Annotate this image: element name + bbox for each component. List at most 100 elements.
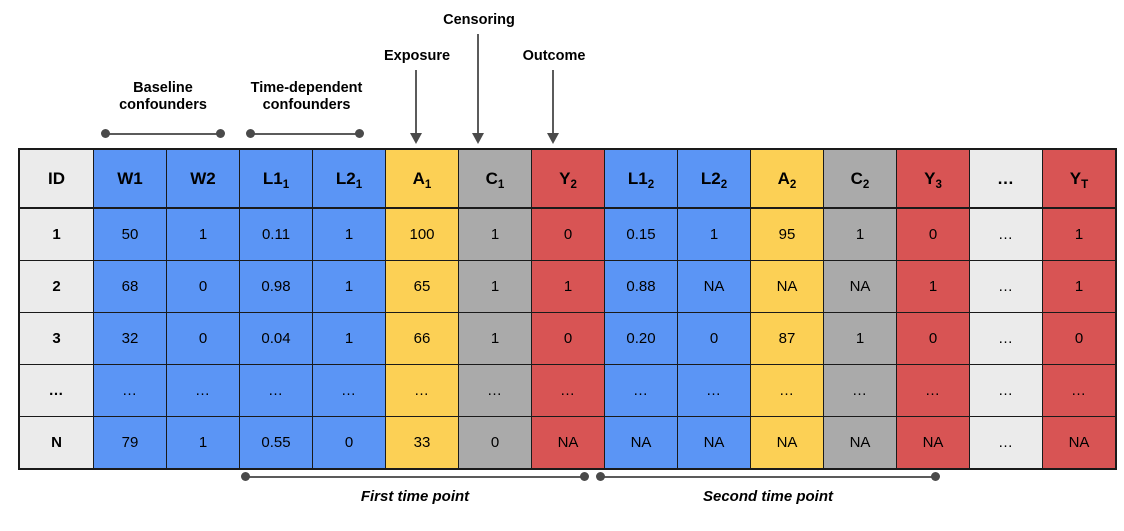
row-id-cell: … bbox=[18, 364, 94, 417]
connector-bar bbox=[245, 476, 585, 479]
table-cell-L1_2: … bbox=[604, 364, 678, 417]
table-cell-Y_T: NA bbox=[1042, 416, 1117, 470]
column-header-L1-2: L12 bbox=[604, 148, 678, 209]
table-cell-Y_3: NA bbox=[896, 416, 970, 470]
arrow-head bbox=[547, 133, 559, 144]
table-cell-W2: … bbox=[166, 364, 240, 417]
header-text: Y2 bbox=[559, 168, 577, 191]
table-cell-W2: 0 bbox=[166, 260, 240, 313]
table-cell-Y_3: 1 bbox=[896, 260, 970, 313]
column-header-C-2: C2 bbox=[823, 148, 897, 209]
table-cell-W1: 32 bbox=[93, 312, 167, 365]
table-cell-A_1: 66 bbox=[385, 312, 459, 365]
header-text: A2 bbox=[777, 168, 797, 191]
table-cell-Y_2: … bbox=[531, 364, 605, 417]
second-time-point-connector bbox=[596, 472, 940, 482]
column-header-W1: W1 bbox=[93, 148, 167, 209]
header-text: C1 bbox=[485, 168, 505, 191]
table-cell-L2_1: 1 bbox=[312, 260, 386, 313]
column-header-A-2: A2 bbox=[750, 148, 824, 209]
table-cell-L1_2: 0.15 bbox=[604, 207, 678, 261]
table-cell-W1: 68 bbox=[93, 260, 167, 313]
table-cell-dots: … bbox=[969, 364, 1043, 417]
table-cell-C_1: 1 bbox=[458, 312, 532, 365]
connector-dot-left bbox=[246, 129, 255, 138]
table-cell-L1_1: 0.04 bbox=[239, 312, 313, 365]
table-cell-L1_1: 0.11 bbox=[239, 207, 313, 261]
arrow-head bbox=[410, 133, 422, 144]
table-cell-Y_T: 0 bbox=[1042, 312, 1117, 365]
row-id-cell: 1 bbox=[18, 207, 94, 261]
table-row: ……………………………………… bbox=[18, 364, 1117, 417]
table-cell-A_2: 87 bbox=[750, 312, 824, 365]
arrow-head bbox=[472, 133, 484, 144]
table-cell-dots: … bbox=[969, 207, 1043, 261]
table-cell-L2_2: NA bbox=[677, 416, 751, 470]
table-cell-W1: … bbox=[93, 364, 167, 417]
table-cell-Y_2: 0 bbox=[531, 207, 605, 261]
table-cell-Y_T: … bbox=[1042, 364, 1117, 417]
first-time-point-connector bbox=[241, 472, 589, 482]
table-cell-A_2: 95 bbox=[750, 207, 824, 261]
table-cell-W2: 1 bbox=[166, 416, 240, 470]
table-cell-C_2: … bbox=[823, 364, 897, 417]
table-cell-W2: 0 bbox=[166, 312, 240, 365]
table-cell-Y_2: NA bbox=[531, 416, 605, 470]
header-text: L11 bbox=[262, 168, 290, 191]
annotation-censoring: Censoring bbox=[443, 12, 515, 28]
column-header-ellipsis: … bbox=[969, 148, 1043, 209]
table-cell-C_1: 1 bbox=[458, 260, 532, 313]
label-first-time-point: First time point bbox=[360, 488, 470, 505]
annotation-exposure: Exposure bbox=[383, 48, 451, 64]
table-cell-L1_1: 0.55 bbox=[239, 416, 313, 470]
column-header-Y-2: Y2 bbox=[531, 148, 605, 209]
connector-dot-left bbox=[241, 472, 250, 481]
table-cell-L2_1: 1 bbox=[312, 207, 386, 261]
table-cell-Y_T: 1 bbox=[1042, 207, 1117, 261]
table-cell-L2_1: 1 bbox=[312, 312, 386, 365]
table-cell-Y_3: 0 bbox=[896, 207, 970, 261]
table-cell-L1_1: … bbox=[239, 364, 313, 417]
censoring-arrow bbox=[472, 34, 485, 144]
baseline-confounders-connector bbox=[101, 129, 225, 139]
table-cell-C_1: 1 bbox=[458, 207, 532, 261]
table-cell-A_2: NA bbox=[750, 416, 824, 470]
table-cell-L2_1: … bbox=[312, 364, 386, 417]
connector-dot-left bbox=[596, 472, 605, 481]
table-cell-W1: 50 bbox=[93, 207, 167, 261]
table-cell-L2_2: NA bbox=[677, 260, 751, 313]
table-cell-W1: 79 bbox=[93, 416, 167, 470]
column-header-A-1: A1 bbox=[385, 148, 459, 209]
table-cell-L1_2: 0.88 bbox=[604, 260, 678, 313]
table-header-row: ID W1 W2 L11 L21 A1 C1 Y2 L12 L22 A2 C2 … bbox=[18, 148, 1117, 209]
arrow-shaft bbox=[477, 34, 480, 133]
row-id-cell: 3 bbox=[18, 312, 94, 365]
table-cell-L2_2: … bbox=[677, 364, 751, 417]
column-header-ID: ID bbox=[18, 148, 94, 209]
time-dependent-confounders-connector bbox=[246, 129, 364, 139]
header-text: C2 bbox=[850, 168, 870, 191]
table-cell-L1_1: 0.98 bbox=[239, 260, 313, 313]
annotation-outcome: Outcome bbox=[522, 48, 586, 64]
annotation-time-dependent-confounders: Time-dependent confounders bbox=[250, 80, 363, 113]
header-text: YT bbox=[1069, 168, 1089, 191]
table-cell-C_2: NA bbox=[823, 260, 897, 313]
longitudinal-data-table: ID W1 W2 L11 L21 A1 C1 Y2 L12 L22 A2 C2 … bbox=[18, 148, 1117, 470]
arrow-shaft bbox=[415, 70, 418, 133]
table-cell-Y_3: … bbox=[896, 364, 970, 417]
connector-bar bbox=[105, 133, 221, 136]
table-cell-L2_1: 0 bbox=[312, 416, 386, 470]
header-text: Y3 bbox=[924, 168, 942, 191]
outcome-arrow bbox=[547, 70, 560, 144]
row-id-cell: N bbox=[18, 416, 94, 470]
table-cell-C_2: 1 bbox=[823, 312, 897, 365]
exposure-arrow bbox=[410, 70, 423, 144]
header-text: A1 bbox=[412, 168, 432, 191]
annotation-baseline-confounders: Baseline confounders bbox=[119, 80, 207, 113]
